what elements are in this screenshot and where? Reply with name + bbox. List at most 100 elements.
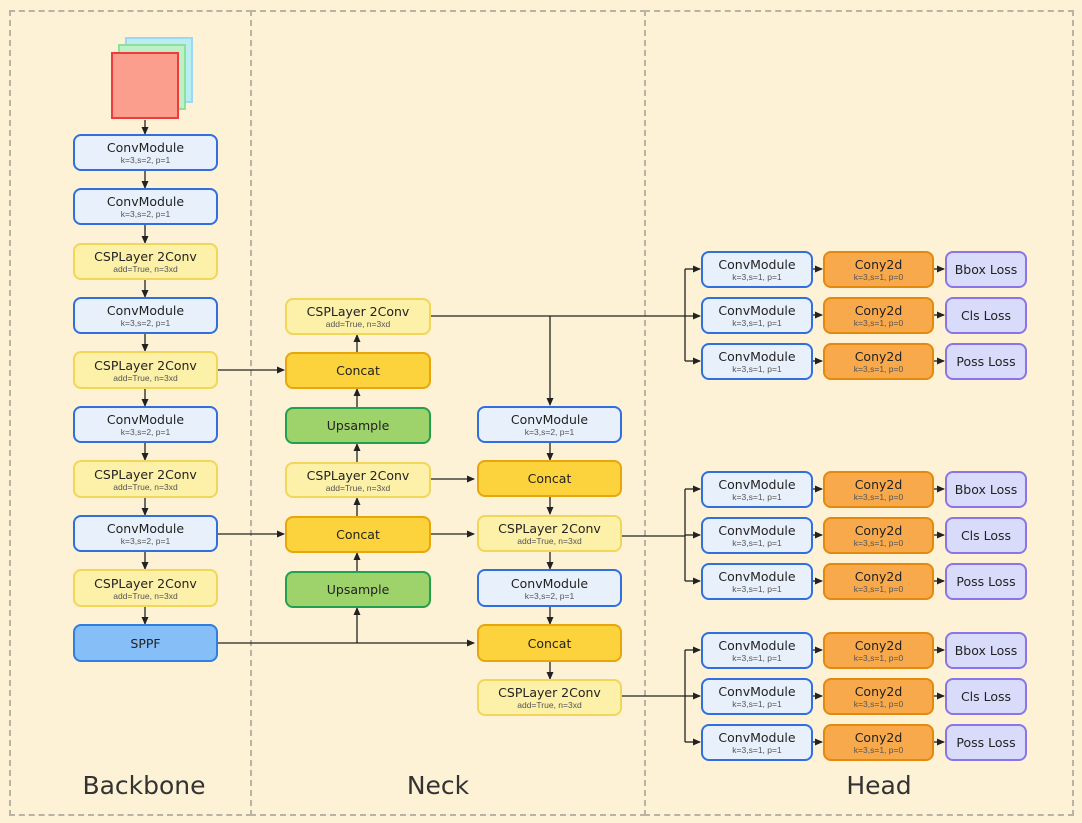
box-title: Cony2d: [854, 303, 903, 318]
box-params: k=3,s=1, p=1: [732, 584, 782, 594]
backbone-convmodule-2: ConvModule k=3,s=2, p=1: [73, 188, 218, 225]
box-title: Cls Loss: [960, 689, 1012, 704]
head2-cls-loss: Cls Loss: [945, 517, 1027, 554]
box-params: k=3,s=1, p=0: [853, 492, 904, 502]
head3-cony2d-3: Cony2d k=3,s=1, p=0: [823, 724, 934, 761]
box-title: Cls Loss: [960, 528, 1012, 543]
box-title: Cony2d: [854, 523, 903, 538]
head3-cony2d-1: Cony2d k=3,s=1, p=0: [823, 632, 934, 669]
box-title: Cony2d: [854, 477, 903, 492]
box-title: ConvModule: [106, 140, 185, 155]
backbone-csplayer-3: CSPLayer 2Conv add=True, n=3xd: [73, 460, 218, 498]
neck-csplayer-top: CSPLayer 2Conv add=True, n=3xd: [285, 298, 431, 335]
head1-cony2d-1: Cony2d k=3,s=1, p=0: [823, 251, 934, 288]
box-params: k=3,s=1, p=0: [853, 699, 904, 709]
box-title: CSPLayer 2Conv: [94, 249, 197, 264]
box-title: Bbox Loss: [954, 482, 1018, 497]
box-params: k=3,s=1, p=0: [853, 538, 904, 548]
box-title: ConvModule: [718, 569, 796, 584]
box-title: ConvModule: [106, 303, 185, 318]
box-title: Concat: [336, 527, 380, 542]
box-params: k=3,s=1, p=0: [853, 364, 904, 374]
head3-cony2d-2: Cony2d k=3,s=1, p=0: [823, 678, 934, 715]
input-image-layer-front: [111, 52, 179, 119]
section-label-head: Head: [846, 771, 912, 800]
box-title: Poss Loss: [956, 735, 1016, 750]
head3-cls-loss: Cls Loss: [945, 678, 1027, 715]
box-title: ConvModule: [718, 730, 796, 745]
box-params: k=3,s=1, p=1: [732, 699, 782, 709]
box-title: CSPLayer 2Conv: [306, 304, 410, 319]
backbone-convmodule-1: ConvModule k=3,s=2, p=1: [73, 134, 218, 171]
box-params: add=True, n=3xd: [113, 372, 178, 383]
neck-convmodule-2: ConvModule k=3,s=2, p=1: [477, 569, 622, 607]
box-title: Concat: [527, 635, 572, 651]
neck-concat-4: Concat: [477, 624, 622, 662]
box-params: add=True, n=3xd: [113, 264, 178, 274]
box-params: add=True, n=3xd: [517, 536, 582, 546]
box-title: CSPLayer 2Conv: [94, 466, 197, 482]
box-params: k=3,s=1, p=0: [853, 318, 904, 328]
box-title: CSPLayer 2Conv: [94, 575, 197, 591]
box-params: k=3,s=2, p=1: [120, 318, 171, 328]
box-params: k=3,s=1, p=1: [732, 745, 782, 755]
head2-convmodule-1: ConvModule k=3,s=1, p=1: [701, 471, 813, 508]
box-title: Cony2d: [854, 569, 903, 584]
neck-csplayer-right-2: CSPLayer 2Conv add=True, n=3xd: [477, 679, 622, 716]
neck-concat-1: Concat: [285, 352, 431, 389]
box-title: Cls Loss: [960, 308, 1012, 323]
box-title: ConvModule: [718, 523, 796, 538]
box-params: add=True, n=3xd: [517, 700, 582, 710]
backbone-sppf: SPPF: [73, 624, 218, 662]
head-section: [644, 10, 1074, 816]
section-label-neck: Neck: [406, 771, 470, 800]
box-title: Concat: [527, 471, 572, 486]
box-params: k=3,s=1, p=1: [732, 492, 782, 502]
backbone-convmodule-3: ConvModule k=3,s=2, p=1: [73, 297, 218, 334]
head2-convmodule-3: ConvModule k=3,s=1, p=1: [701, 563, 813, 600]
box-params: k=3,s=2, p=1: [120, 427, 171, 437]
box-title: ConvModule: [510, 412, 589, 427]
box-title: Upsample: [326, 418, 390, 433]
backbone-csplayer-4: CSPLayer 2Conv add=True, n=3xd: [73, 569, 218, 607]
box-params: k=3,s=1, p=0: [853, 653, 904, 663]
box-params: add=True, n=3xd: [325, 319, 391, 329]
head3-convmodule-1: ConvModule k=3,s=1, p=1: [701, 632, 813, 669]
box-title: CSPLayer 2Conv: [498, 685, 601, 700]
box-title: Cony2d: [854, 638, 903, 653]
box-title: ConvModule: [106, 412, 185, 427]
box-title: CSPLayer 2Conv: [498, 521, 601, 536]
box-params: k=3,s=1, p=1: [732, 364, 782, 374]
box-title: Cony2d: [854, 730, 903, 745]
box-params: add=True, n=3xd: [113, 481, 178, 492]
head3-bbox-loss: Bbox Loss: [945, 632, 1027, 669]
neck-convmodule-1: ConvModule k=3,s=2, p=1: [477, 406, 622, 443]
box-params: k=3,s=2, p=1: [524, 590, 575, 601]
box-params: k=3,s=2, p=1: [120, 155, 171, 165]
box-params: k=3,s=1, p=0: [853, 745, 904, 755]
neck-concat-3: Concat: [477, 460, 622, 497]
box-title: ConvModule: [718, 349, 796, 364]
box-params: k=3,s=1, p=1: [732, 272, 782, 282]
head1-cony2d-3: Cony2d k=3,s=1, p=0: [823, 343, 934, 380]
head1-cony2d-2: Cony2d k=3,s=1, p=0: [823, 297, 934, 334]
neck-csplayer-right-1: CSPLayer 2Conv add=True, n=3xd: [477, 515, 622, 552]
box-title: Cony2d: [854, 257, 903, 272]
box-title: ConvModule: [106, 521, 185, 536]
box-title: Cony2d: [854, 349, 903, 364]
box-params: k=3,s=1, p=1: [732, 318, 782, 328]
neck-upsample-2: Upsample: [285, 571, 431, 608]
head2-poss-loss: Poss Loss: [945, 563, 1027, 600]
box-title: ConvModule: [718, 477, 796, 492]
box-params: add=True, n=3xd: [113, 590, 178, 601]
box-title: Upsample: [326, 582, 390, 597]
head1-convmodule-3: ConvModule k=3,s=1, p=1: [701, 343, 813, 380]
head1-convmodule-2: ConvModule k=3,s=1, p=1: [701, 297, 813, 334]
box-params: add=True, n=3xd: [325, 482, 391, 493]
head3-convmodule-3: ConvModule k=3,s=1, p=1: [701, 724, 813, 761]
box-title: Concat: [336, 363, 380, 378]
head3-poss-loss: Poss Loss: [945, 724, 1027, 761]
neck-upsample-1: Upsample: [285, 407, 431, 444]
